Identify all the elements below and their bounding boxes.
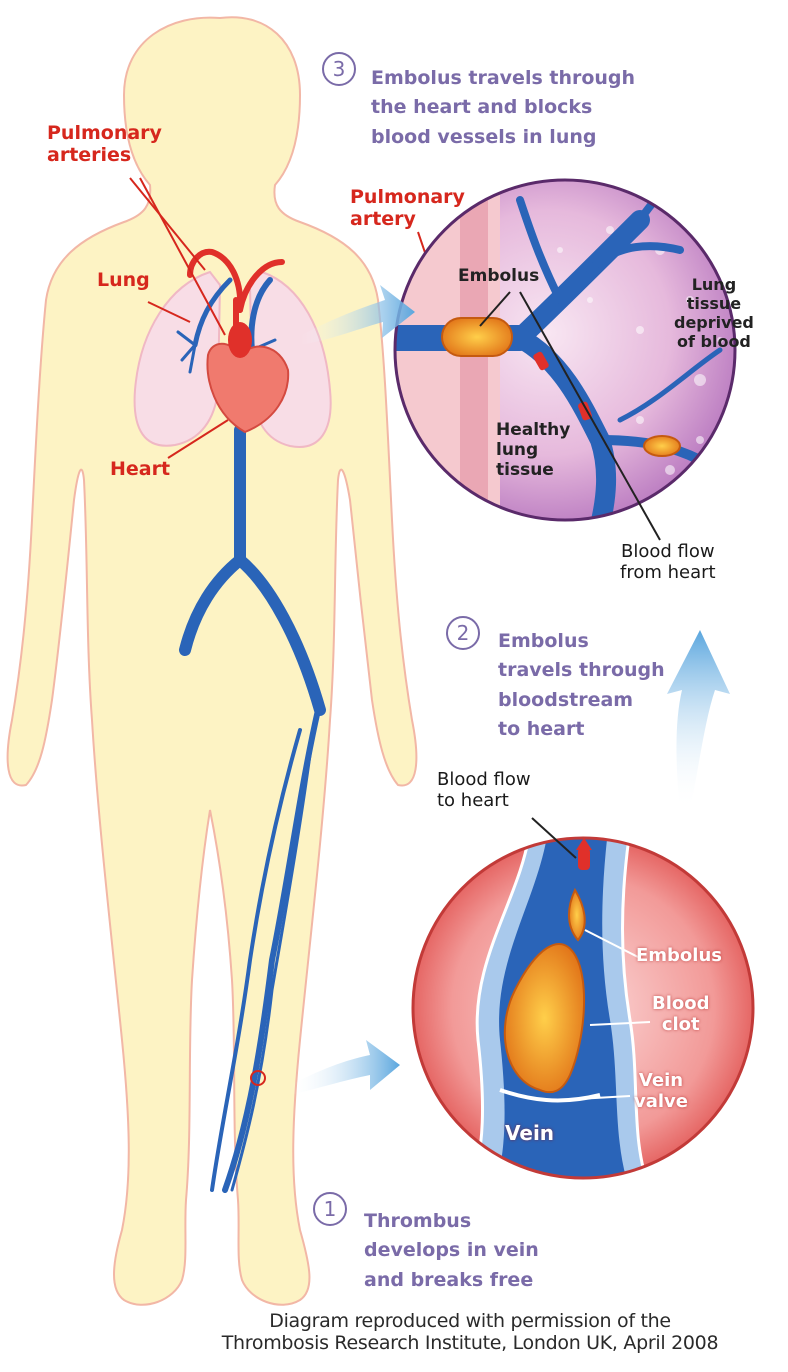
label-vein-valve: Vein valve: [634, 1070, 688, 1113]
label-healthy-lung-tissue: Healthy lung tissue: [496, 420, 571, 481]
label-lung: Lung: [97, 269, 150, 291]
flow-arrows: [290, 285, 730, 1095]
label-embolus-lung: Embolus: [458, 266, 540, 286]
blood-clot-shape: [503, 943, 586, 1094]
label-heart: Heart: [110, 458, 171, 480]
lung-magnified-circle: [393, 178, 737, 541]
embolus-artery-clot: [441, 317, 513, 357]
step-2-number: 2: [446, 616, 480, 650]
clot-marker-leg: [250, 1070, 266, 1086]
red-leader-lines: [129, 177, 449, 459]
label-blood-flow-from-heart: Blood flow from heart: [620, 541, 716, 584]
step-1-text: Thrombus develops in vein and breaks fre…: [364, 1210, 539, 1291]
vein-magnified-circle: [411, 817, 755, 1180]
label-blood-clot: Blood clot: [652, 993, 710, 1036]
label-blood-flow-to-heart: Blood flow to heart: [437, 769, 531, 812]
step-3-text: Embolus travels through the heart and bl…: [371, 67, 636, 148]
label-vein: Vein: [505, 1121, 555, 1145]
label-embolus-vein: Embolus: [636, 945, 723, 966]
embolus-small-clot: [643, 435, 681, 457]
label-pulmonary-arteries: Pulmonary arteries: [47, 122, 162, 167]
heart: [206, 322, 290, 434]
step-2-text: Embolus travels through bloodstream to h…: [498, 630, 665, 741]
step-3-number: 3: [322, 52, 356, 86]
label-lung-tissue-deprived: Lung tissue deprived of blood: [674, 275, 754, 351]
credit-line: Diagram reproduced with permission of th…: [221, 1310, 719, 1354]
label-pulmonary-artery: Pulmonary artery: [350, 186, 465, 231]
step-1-number: 1: [313, 1192, 347, 1226]
